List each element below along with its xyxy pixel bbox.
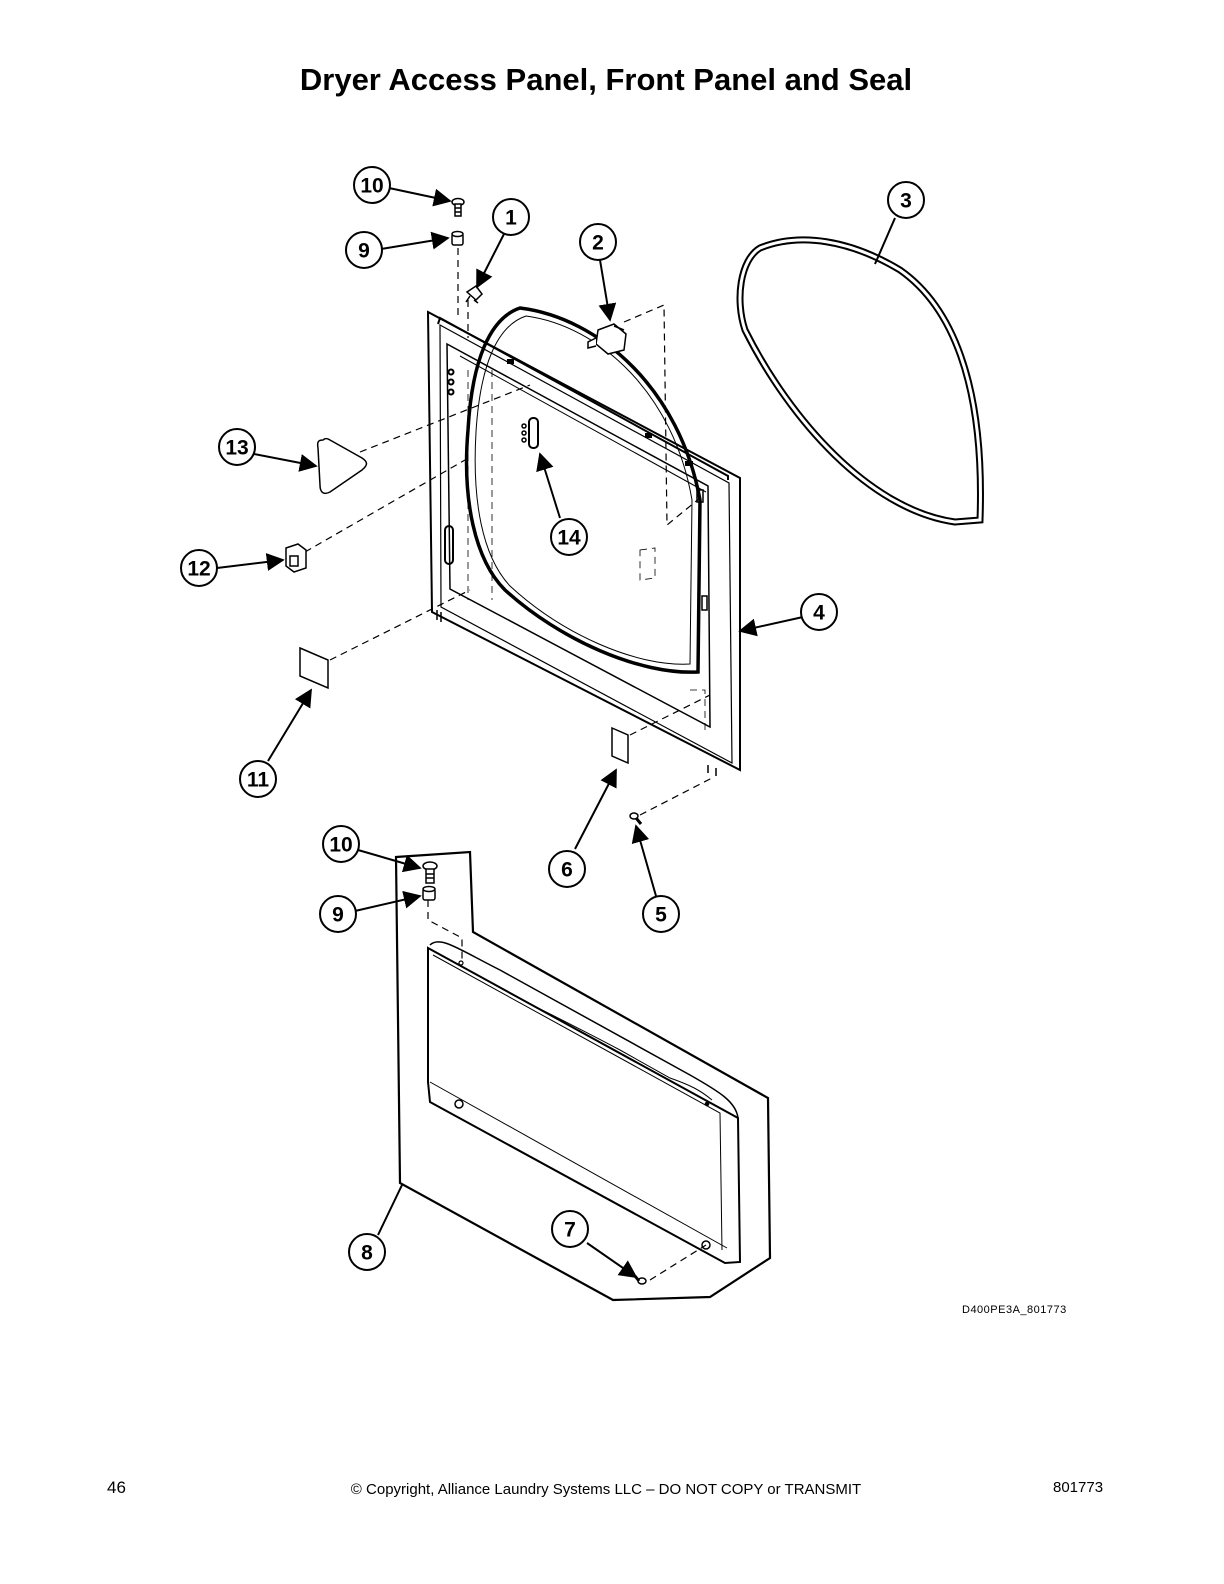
screw-7 — [633, 1275, 647, 1285]
callout-14: 14 — [550, 518, 588, 556]
callout-1: 1 — [492, 198, 530, 236]
callout-13: 13 — [218, 428, 256, 466]
svg-text:3: 3 — [900, 190, 912, 213]
svg-text:2: 2 — [592, 232, 604, 255]
door-seal — [736, 236, 984, 526]
callout-4: 4 — [800, 593, 838, 631]
button-12 — [285, 543, 307, 573]
page-number: 46 — [107, 1478, 126, 1497]
svg-text:1: 1 — [505, 207, 517, 230]
svg-text:14: 14 — [557, 527, 581, 550]
label-11 — [299, 646, 329, 690]
door-catch-14 — [521, 417, 539, 449]
hardware-parts — [285, 197, 647, 1285]
door-switch-2 — [587, 323, 627, 355]
assembly-lines — [304, 248, 713, 1281]
callout-9-bottom: 9 — [319, 895, 357, 933]
callout-6: 6 — [548, 850, 586, 888]
screw-10-top — [451, 197, 465, 217]
svg-text:11: 11 — [247, 769, 270, 792]
access-panel-group — [394, 850, 772, 1302]
svg-text:9: 9 — [332, 904, 344, 927]
callout-11: 11 — [239, 760, 277, 798]
callout-12: 12 — [180, 549, 218, 587]
svg-text:6: 6 — [561, 859, 573, 882]
svg-text:8: 8 — [361, 1242, 373, 1265]
document-number: 801773 — [1053, 1479, 1104, 1496]
callout-10-bottom: 10 — [322, 825, 360, 863]
svg-text:10: 10 — [360, 175, 383, 198]
svg-text:9: 9 — [358, 240, 370, 263]
callout-5: 5 — [642, 895, 680, 933]
door-switch-1 — [465, 284, 483, 304]
callout-8: 8 — [348, 1233, 386, 1271]
spacer-9-top — [451, 230, 464, 246]
svg-text:13: 13 — [225, 437, 248, 460]
screw-5 — [629, 812, 643, 825]
leader-lines — [216, 187, 896, 1279]
label-13 — [316, 437, 368, 495]
drawing-code: D400PE3A_801773 — [962, 1304, 1067, 1316]
callout-2: 2 — [579, 223, 617, 261]
svg-text:10: 10 — [329, 834, 352, 857]
callout-3: 3 — [887, 181, 925, 219]
svg-text:5: 5 — [655, 904, 667, 927]
callout-10-top: 10 — [353, 166, 391, 204]
callout-9-top: 9 — [345, 231, 383, 269]
svg-text:7: 7 — [564, 1219, 576, 1242]
callout-7: 7 — [551, 1210, 589, 1248]
svg-text:4: 4 — [813, 602, 825, 625]
screw-10-bottom — [422, 861, 438, 884]
spacer-9-bottom — [422, 885, 436, 901]
page-title: Dryer Access Panel, Front Panel and Seal — [299, 62, 913, 97]
label-6 — [611, 726, 629, 765]
copyright-notice: © Copyright, Alliance Laundry Systems LL… — [350, 1481, 862, 1498]
svg-text:12: 12 — [187, 558, 210, 581]
